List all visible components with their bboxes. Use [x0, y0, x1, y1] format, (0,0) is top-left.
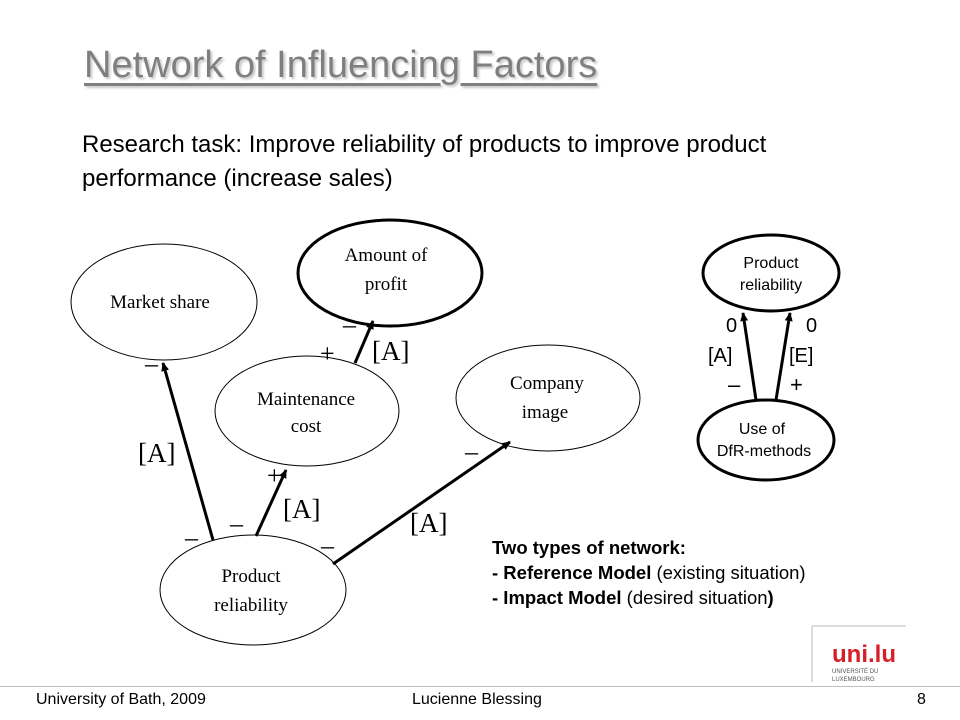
arrow-reliability-to-company-image: [332, 440, 511, 566]
note-impact-close: ): [767, 587, 774, 608]
research-task: Research task: Improve reliability of pr…: [82, 128, 882, 196]
footer-center: Lucienne Blessing: [412, 691, 542, 708]
university-logo: uni.lu UNIVERSITÉ DU LUXEMBOURG: [811, 625, 906, 683]
footer-divider: [0, 686, 960, 687]
slide-title: Network of Influencing Factors: [84, 44, 598, 86]
mini-node-bottom-label-1: Use of: [739, 421, 786, 438]
arrow-reliability-to-maintenance: [254, 469, 288, 537]
arrow-maintenance-to-profit: [353, 320, 375, 364]
node-product-reliability: Product reliability: [159, 534, 347, 646]
node-amount-of-profit-label-1: Amount of: [345, 245, 429, 266]
sign-minus-reliability-2: –: [229, 509, 244, 538]
logo-line-1: UNIVERSITÉ DU: [832, 668, 878, 675]
mini-label-assumption: [A]: [708, 345, 732, 367]
mini-node-bottom-label-2: DfR-methods: [717, 443, 811, 460]
page-number: 8: [917, 691, 926, 708]
node-amount-of-profit-label-2: profit: [365, 274, 408, 295]
mini-sign-minus: –: [728, 372, 741, 397]
node-amount-of-profit: Amount of profit: [296, 218, 484, 328]
note-impact-model: - Impact Model: [492, 587, 622, 608]
sign-minus-profit: –: [342, 310, 357, 339]
sign-minus-reliability-1: –: [184, 523, 199, 552]
sign-minus-market-share: –: [144, 349, 159, 378]
logo-line-2: LUXEMBOURG: [832, 677, 875, 683]
note-impact-desc: (desired situation: [621, 587, 768, 608]
arrow-reliability-to-market-share: [161, 362, 215, 541]
sign-minus-reliability-3: –: [320, 531, 335, 560]
footer-left: University of Bath, 2009: [36, 691, 206, 708]
research-task-line-2: performance (increase sales): [82, 165, 393, 192]
mini-zero-right: 0: [806, 315, 817, 337]
mini-node-top-label-1: Product: [743, 255, 799, 272]
node-maintenance-cost-label-1: Maintenance: [257, 389, 355, 410]
mini-sign-plus: +: [790, 372, 803, 397]
research-task-line-1: Research task: Improve reliability of pr…: [82, 131, 767, 158]
node-product-reliability-label-1: Product: [221, 566, 281, 587]
sign-plus-maintenance: +: [267, 461, 282, 490]
network-types-note: Two types of network: - Reference Model …: [492, 535, 806, 610]
sign-plus-profit: +: [320, 339, 335, 368]
mini-node-top-label-2: reliability: [740, 277, 802, 294]
mini-node-product-reliability: Product reliability: [701, 233, 841, 313]
node-maintenance-cost: Maintenance cost: [214, 355, 400, 467]
node-market-share-label: Market share: [110, 292, 210, 313]
node-market-share: Market share: [70, 243, 258, 361]
mini-arrow-right: [774, 312, 793, 401]
node-company-image: Company image: [455, 344, 641, 452]
node-maintenance-cost-label-2: cost: [291, 416, 322, 437]
note-reference-model: - Reference Model: [492, 562, 652, 583]
node-company-image-label-1: Company: [510, 373, 584, 394]
mini-zero-left: 0: [726, 315, 737, 337]
label-assumption-company-image: [A]: [410, 508, 447, 538]
label-assumption-profit: [A]: [372, 336, 409, 366]
logo-brand: uni.lu: [832, 641, 896, 668]
mini-label-evidence: [E]: [789, 345, 813, 367]
label-assumption-maintenance: [A]: [283, 494, 320, 524]
sign-minus-company-image: –: [464, 437, 479, 466]
note-reference-desc: (existing situation): [651, 562, 806, 583]
node-product-reliability-label-2: reliability: [214, 595, 288, 616]
mini-arrow-left: [740, 312, 758, 401]
label-assumption-market-share: [A]: [138, 438, 175, 468]
node-company-image-label-2: image: [522, 402, 568, 423]
mini-node-dfr-methods: Use of DfR-methods: [696, 398, 836, 482]
note-heading: Two types of network:: [492, 537, 686, 558]
